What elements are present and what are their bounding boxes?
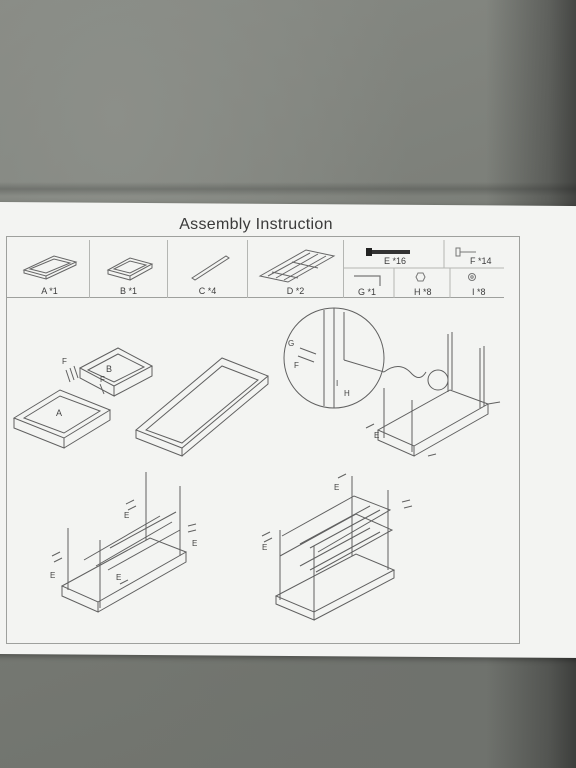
- part-b: B *1: [90, 240, 168, 298]
- hardware-g-label: G *1: [358, 287, 377, 297]
- tag-h: H: [344, 389, 350, 398]
- frame-panel-b-icon: [106, 257, 154, 281]
- step-2-diagram: [135, 357, 269, 457]
- detail-zoom-diagram: [283, 307, 449, 409]
- sheet-title: Assembly Instruction: [179, 216, 333, 233]
- part-a-label: A *1: [41, 286, 58, 296]
- frame-panel-a-icon: [22, 255, 78, 280]
- step-5-diagram: [274, 476, 396, 621]
- tag-e-6: E: [334, 483, 339, 492]
- tag-g: G: [288, 339, 294, 348]
- nut-icon: [415, 272, 426, 282]
- part-b-label: B *1: [119, 286, 137, 296]
- tag-i: I: [336, 379, 338, 388]
- step-3-diagram: [376, 332, 490, 457]
- tag-e-5: E: [262, 543, 267, 552]
- washer-icon: [468, 273, 476, 281]
- step-1-diagram: [12, 347, 154, 449]
- tag-e-4: E: [116, 573, 121, 582]
- hardware-e-label: E *16: [384, 256, 407, 266]
- tag-e-3: E: [50, 571, 55, 580]
- rack-panel-d-icon: [258, 249, 336, 283]
- pin-icon: [455, 247, 476, 257]
- parts-list: A *1 B *1 C *4: [6, 240, 504, 298]
- part-d: D *2: [248, 240, 344, 298]
- part-c-label: C *4: [198, 286, 217, 296]
- tag-f: F: [62, 357, 67, 366]
- hardware-block: E *16 F *14 G *1 H *8 I *8: [344, 240, 504, 298]
- tag-e-1: E: [124, 511, 129, 520]
- tag-e-2: E: [192, 539, 197, 548]
- hardware-h-label: H *8: [414, 287, 432, 297]
- part-d-label: D *2: [286, 286, 305, 296]
- slat-c-icon: [191, 255, 230, 281]
- allen-key-icon: [354, 275, 381, 286]
- instruction-frame: [6, 236, 520, 644]
- tag-f-2: F: [100, 375, 105, 384]
- tag-a: A: [56, 408, 62, 418]
- hardware-i-label: I *8: [472, 287, 486, 297]
- tag-e-7: E: [374, 431, 379, 440]
- tag-f-3: F: [294, 361, 299, 370]
- bolt-icon: [366, 248, 410, 256]
- bolt-callouts: [51, 401, 501, 585]
- tag-b: B: [106, 364, 112, 374]
- floor-seam: [0, 182, 576, 196]
- part-c: C *4: [168, 240, 248, 298]
- step-4-diagram: [60, 472, 188, 613]
- hardware-grid: [344, 240, 504, 298]
- part-a: A *1: [10, 240, 90, 298]
- hardware-f-label: F *14: [470, 256, 492, 266]
